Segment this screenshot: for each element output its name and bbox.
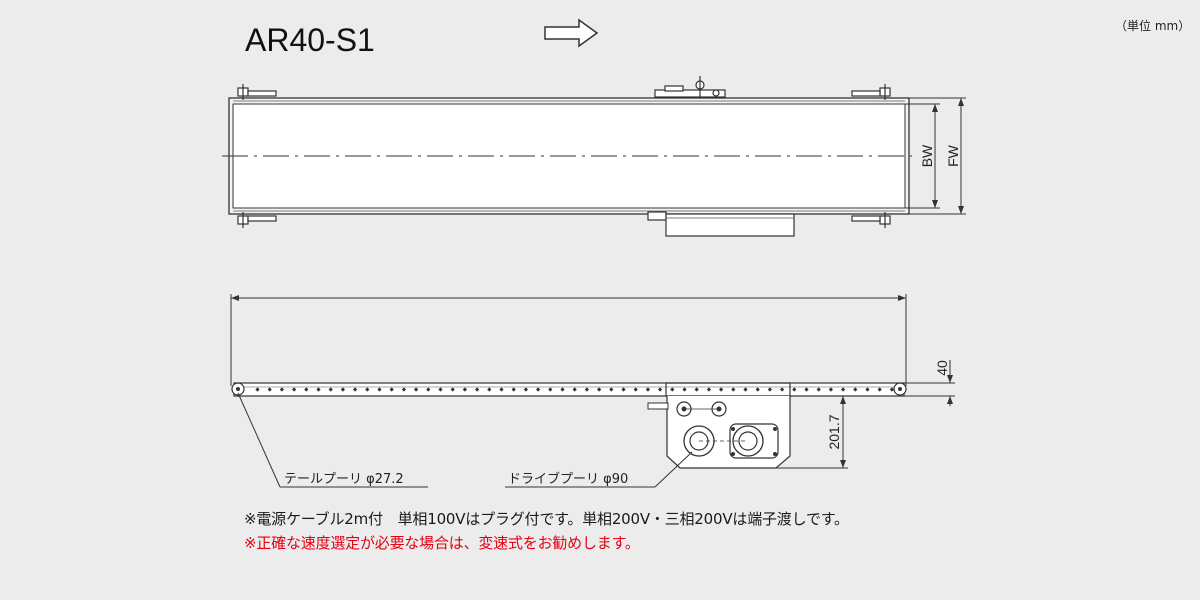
unit-label: （単位 mm） <box>1115 18 1190 33</box>
frame-dot <box>645 387 651 392</box>
tail-pulley-callout <box>237 392 428 488</box>
frame-dot <box>670 387 675 392</box>
frame-dot <box>267 387 272 392</box>
frame-dot <box>633 387 638 392</box>
frame-dot <box>804 387 809 392</box>
frame-dot <box>706 387 712 392</box>
frame-dot <box>816 387 821 392</box>
drive-pulley-label: ドライブプーリ φ90 <box>508 471 628 487</box>
frame-dot <box>523 387 529 392</box>
frame-dot <box>596 387 602 392</box>
frame-dot <box>352 387 358 392</box>
frame-dot <box>584 387 590 392</box>
frame-dot <box>828 387 834 392</box>
top-view <box>222 76 912 237</box>
note-speed-warning: ※正確な速度選定が必要な場合は、変速式をお勧めします。 <box>244 534 640 552</box>
height-dimension <box>904 360 955 406</box>
frame-dot <box>365 387 370 392</box>
model-title: AR40-S1 <box>245 22 375 58</box>
frame-dot <box>511 387 516 392</box>
frame-dot <box>889 387 895 392</box>
frame-dot <box>499 387 504 392</box>
frame-dot <box>279 387 285 392</box>
frame-dot <box>572 387 577 392</box>
frame-dot <box>682 387 687 392</box>
frame-dot <box>413 387 419 392</box>
drive-pulley-callout <box>505 451 693 488</box>
frame-dot <box>426 387 431 392</box>
frame-dot <box>743 387 748 392</box>
frame-dot <box>560 387 565 392</box>
side-view <box>230 294 907 469</box>
frame-dot <box>462 387 468 392</box>
frame-dot <box>694 387 699 392</box>
note-power-cable: ※電源ケーブル2m付 単相100Vはプラグ付です。単相200V・三相200Vは端… <box>244 510 849 528</box>
frame-dot <box>767 387 773 392</box>
frame-dot <box>291 387 297 392</box>
bw-label: BW <box>919 144 935 167</box>
fw-label: FW <box>945 144 961 167</box>
frame-dot <box>792 387 797 392</box>
frame-dot <box>548 387 553 392</box>
frame-dot <box>621 387 626 392</box>
frame-dot <box>779 387 785 392</box>
frame-dot <box>755 387 760 392</box>
height-label: 40 <box>934 360 950 376</box>
frame-dot <box>450 387 455 392</box>
frame-dot <box>389 387 394 392</box>
frame-dot <box>340 387 346 392</box>
frame-dot <box>877 387 882 392</box>
frame-dot <box>328 387 333 392</box>
frame-dot <box>304 387 309 392</box>
frame-dot <box>865 387 870 392</box>
frame-dot <box>401 387 407 392</box>
width-dimensions <box>905 97 966 215</box>
frame-dot <box>535 387 541 392</box>
frame-dot <box>377 387 382 392</box>
drive-height-dimension <box>776 395 848 469</box>
frame-dot <box>853 387 858 392</box>
frame-dot <box>438 387 443 392</box>
tail-pulley-label: テールプーリ φ27.2 <box>284 472 404 487</box>
frame-dot <box>731 387 736 392</box>
direction-arrow-icon <box>544 18 599 48</box>
frame-dot <box>657 387 663 392</box>
frame-dot <box>718 387 724 392</box>
frame-dot <box>487 387 492 392</box>
frame-dot <box>474 387 480 392</box>
drive-height-label: 201.7 <box>826 414 842 449</box>
frame-dot <box>316 387 321 392</box>
frame-dot <box>840 387 846 392</box>
frame-dot <box>609 387 614 392</box>
